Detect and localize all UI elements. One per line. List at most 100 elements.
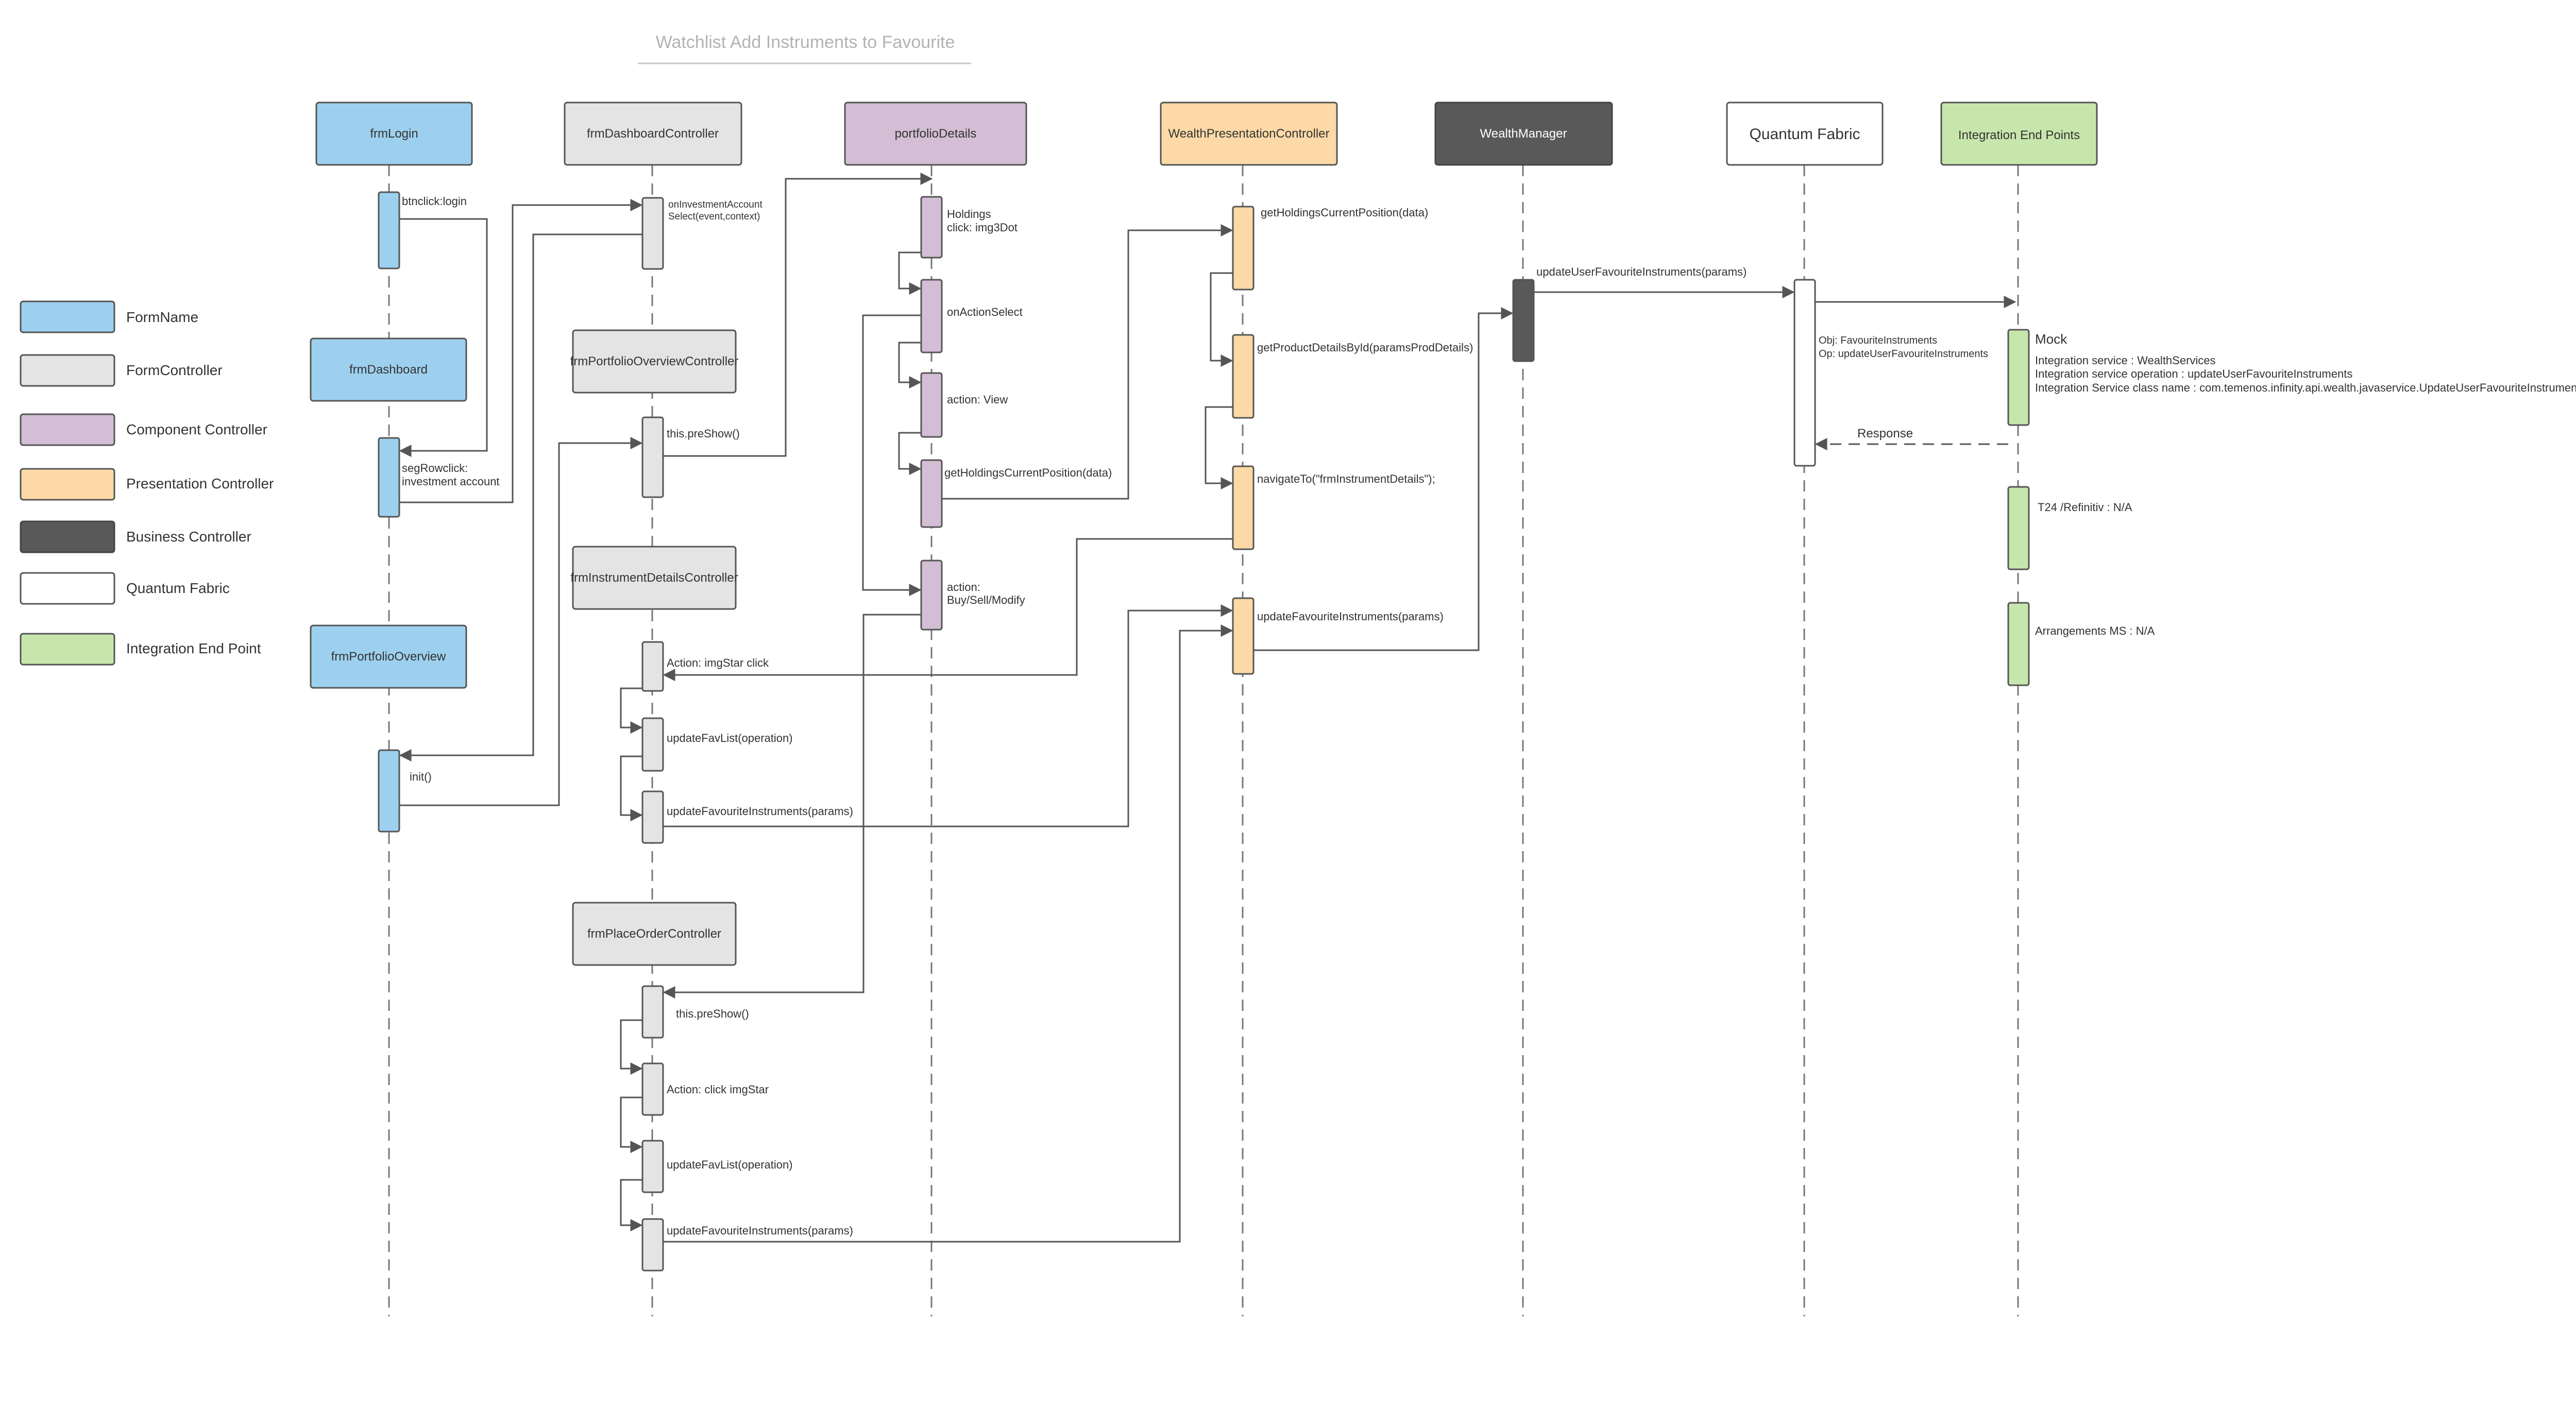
message-labels: btnclick:login onInvestmentAccount Selec… [402,195,2576,1237]
activation-frmLogin-1 [378,191,400,269]
activations [378,191,2030,1272]
connector-pc-self-1 [1210,272,1233,367]
legend-swatch-integration-end-point [20,633,115,666]
msg-update-fav-list-2: updateFavList(operation) [667,1158,793,1171]
participant-box-frmDashboardController [564,102,742,166]
box-label-frmPortfolioOverview: frmPortfolioOverview [331,650,446,664]
connector-dashboard-to-portfolio-overview [399,233,642,762]
msg-init: init() [410,770,432,783]
msg-action-click-imgstar: Action: click imgStar [667,1083,769,1096]
activation-portfolio-details-3 [920,372,943,438]
legend-swatch-form-controller [20,354,115,387]
box-frmPortfolioOverview [310,624,467,689]
participant-label-frmDashboardController: frmDashboardController [587,127,719,141]
participant-label-WealthManager: WealthManager [1480,127,1567,141]
participant-box-QuantumFabric [1726,102,1884,166]
msg-action-view: action: View [947,393,1008,406]
msg-action-buy-1: action: [947,581,980,594]
legend-label-component-controller: Component Controller [126,421,267,437]
connector-idc-update-fav [663,604,1233,827]
connector-pd-self-1 [898,251,922,295]
participant-label-WealthPresentationController: WealthPresentationController [1168,127,1329,141]
connector-pc-self-2 [1205,406,1233,489]
box-frmDashboard [310,337,467,402]
activation-place-order-controller-2 [641,1062,664,1116]
activation-instrument-details-controller-2 [641,717,664,772]
legend-label-form: FormName [126,309,198,325]
legend-label-business-controller: Business Controller [126,529,251,545]
msg-response: Response [1857,427,1913,441]
activation-frmPortfolioOverview-1 [378,749,400,833]
legend-swatch-quantum-fabric [20,572,115,605]
connector-poc-self-2 [620,1096,643,1153]
connector-poc-update-fav [663,624,1233,1243]
connector-pd-to-action-buy [862,314,922,596]
activation-integration-3 [2007,602,2030,686]
msg-t24: T24 /Refinitiv : N/A [2038,501,2132,514]
connectors [399,173,2016,1243]
box-label-frmDashboard: frmDashboard [349,363,428,377]
connector-idc-self-1 [620,687,643,734]
msg-get-product-details: getProductDetailsById(paramsProdDetails) [1257,341,1473,354]
participant-box-frmLogin [315,102,473,166]
participant-box-WealthManager [1434,102,1613,166]
legend-swatch-component-controller [20,413,115,446]
msg-seg-row-click-1: segRowclick: [402,462,468,475]
participant-label-frmLogin: frmLogin [370,127,418,141]
connector-seg-row-click [399,199,643,503]
box-label-frmPortfolioOverviewController: frmPortfolioOverviewController [570,354,739,368]
msg-qf-op: Op: updateUserFavouriteInstruments [1819,348,1988,360]
msg-action-imgstar-click: Action: imgStar click [667,656,769,669]
msg-on-investment-account-2: Select(event,context) [668,211,760,222]
box-label-frmPlaceOrderController: frmPlaceOrderController [587,927,721,941]
msg-this-preshow-2: this.preShow() [676,1007,749,1020]
msg-update-user-fav: updateUserFavouriteInstruments(params) [1536,265,1747,278]
msg-on-investment-account-1: onInvestmentAccount [668,199,762,210]
legend-label-presentation-controller: Presentation Controller [126,476,274,492]
connector-poc-self-1 [620,1019,643,1075]
activation-portfolio-details-4 [920,459,943,528]
msg-on-action-select: onActionSelect [947,306,1023,318]
msg-arrangements: Arrangements MS : N/A [2035,624,2155,637]
connector-navigate-to [663,538,1233,681]
activation-quantum-fabric-1 [1793,279,1816,467]
participant-label-portfolioDetails: portfolioDetails [895,127,977,141]
participant-box-WealthPresentationController [1160,102,1338,166]
msg-holdings-1: Holdings [947,208,991,221]
legend-swatch-business-controller [20,520,115,553]
msg-mock-line-1: Integration service : WealthServices [2035,354,2216,367]
activation-dashboard-controller-1 [641,197,664,270]
activation-presentation-controller-4 [1232,597,1255,675]
msg-mock-line-3: Integration Service class name : com.tem… [2035,381,2576,394]
activation-place-order-controller-3 [641,1140,664,1193]
msg-action-buy-2: Buy/Sell/Modify [947,594,1025,606]
activation-integration-1 [2007,329,2030,426]
connector-btnclick-login [399,218,488,457]
legend-label-form-controller: FormController [126,362,223,378]
msg-this-preshow-1: this.preShow() [667,427,740,440]
participant-box-IntegrationEndPoints [1940,102,2098,166]
msg-btnclick-login: btnclick:login [402,195,467,208]
activation-presentation-controller-2 [1232,334,1255,419]
msg-update-fav-list-1: updateFavList(operation) [667,732,793,745]
activation-portfolio-details-2 [920,279,943,353]
activation-instrument-details-controller-1 [641,641,664,692]
msg-get-holdings-cp-2: getHoldingsCurrentPosition(data) [1261,206,1428,219]
connector-pd-self-2 [898,342,922,388]
activation-presentation-controller-3 [1232,465,1255,550]
activation-frmDashboard-1 [378,437,400,518]
connector-pd-self-3 [898,432,922,475]
msg-seg-row-click-2: investment account [402,475,500,488]
participant-label-QuantumFabric: Quantum Fabric [1749,126,1860,143]
box-frmPortfolioOverviewController [572,329,737,394]
diagram-title: Watchlist Add Instruments to Favourite [656,32,955,52]
activation-place-order-controller-4 [641,1218,664,1272]
msg-mock-title: Mock [2035,331,2067,347]
participants: frmLogin frmDashboardController portfoli… [315,102,2098,166]
msg-navigate-to: navigateTo("frmInstrumentDetails"); [1257,472,1435,485]
box-label-frmInstrumentDetailsController: frmInstrumentDetailsController [570,571,738,585]
connector-get-holdings [942,224,1233,500]
participant-label-IntegrationEndPoints: Integration End Points [1958,128,2080,142]
msg-update-fav-instr-2: updateFavouriteInstruments(params) [667,1224,853,1237]
activation-place-order-controller-1 [641,985,664,1039]
